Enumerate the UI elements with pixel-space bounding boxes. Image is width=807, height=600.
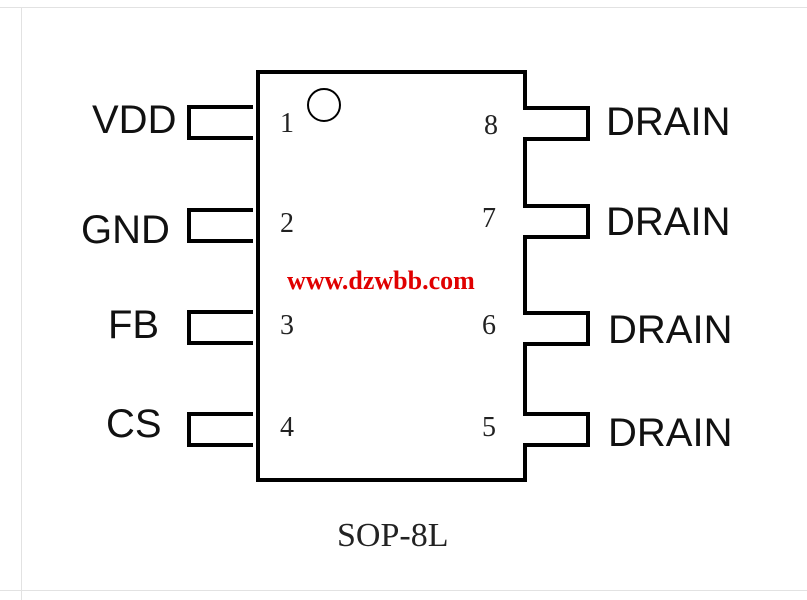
pin-number-1: 1 [280, 108, 294, 139]
frame-line-left [21, 7, 22, 600]
pin-3 [187, 310, 253, 345]
pin-5 [523, 412, 590, 447]
pin-label-drain-5: DRAIN [608, 411, 733, 455]
pin-number-7: 7 [482, 203, 496, 234]
pin-number-4: 4 [280, 412, 294, 443]
package-label: SOP-8L [337, 517, 449, 554]
chip-body [256, 70, 527, 482]
pin-4 [187, 412, 253, 447]
watermark-text: www.dzwbb.com [287, 266, 475, 295]
pin-number-8: 8 [484, 110, 498, 141]
pin-number-3: 3 [280, 310, 294, 341]
frame-line-top [0, 7, 807, 8]
pin-2 [187, 208, 253, 243]
pin-label-vdd: VDD [92, 98, 177, 142]
pin-6 [523, 311, 590, 346]
pin-label-drain-8: DRAIN [606, 100, 731, 144]
pin-number-5: 5 [482, 412, 496, 443]
pin-label-drain-7: DRAIN [606, 200, 731, 244]
pin-label-cs: CS [106, 402, 162, 446]
pin-1 [187, 105, 253, 140]
pin-label-drain-6: DRAIN [608, 308, 733, 352]
frame-line-bottom [0, 590, 807, 591]
pin1-marker-icon [307, 88, 341, 122]
pin-7 [523, 204, 590, 239]
pin-number-2: 2 [280, 208, 294, 239]
pin-8 [523, 106, 590, 141]
pin-number-6: 6 [482, 310, 496, 341]
pin-label-fb: FB [108, 303, 160, 347]
pin-label-gnd: GND [81, 208, 170, 252]
